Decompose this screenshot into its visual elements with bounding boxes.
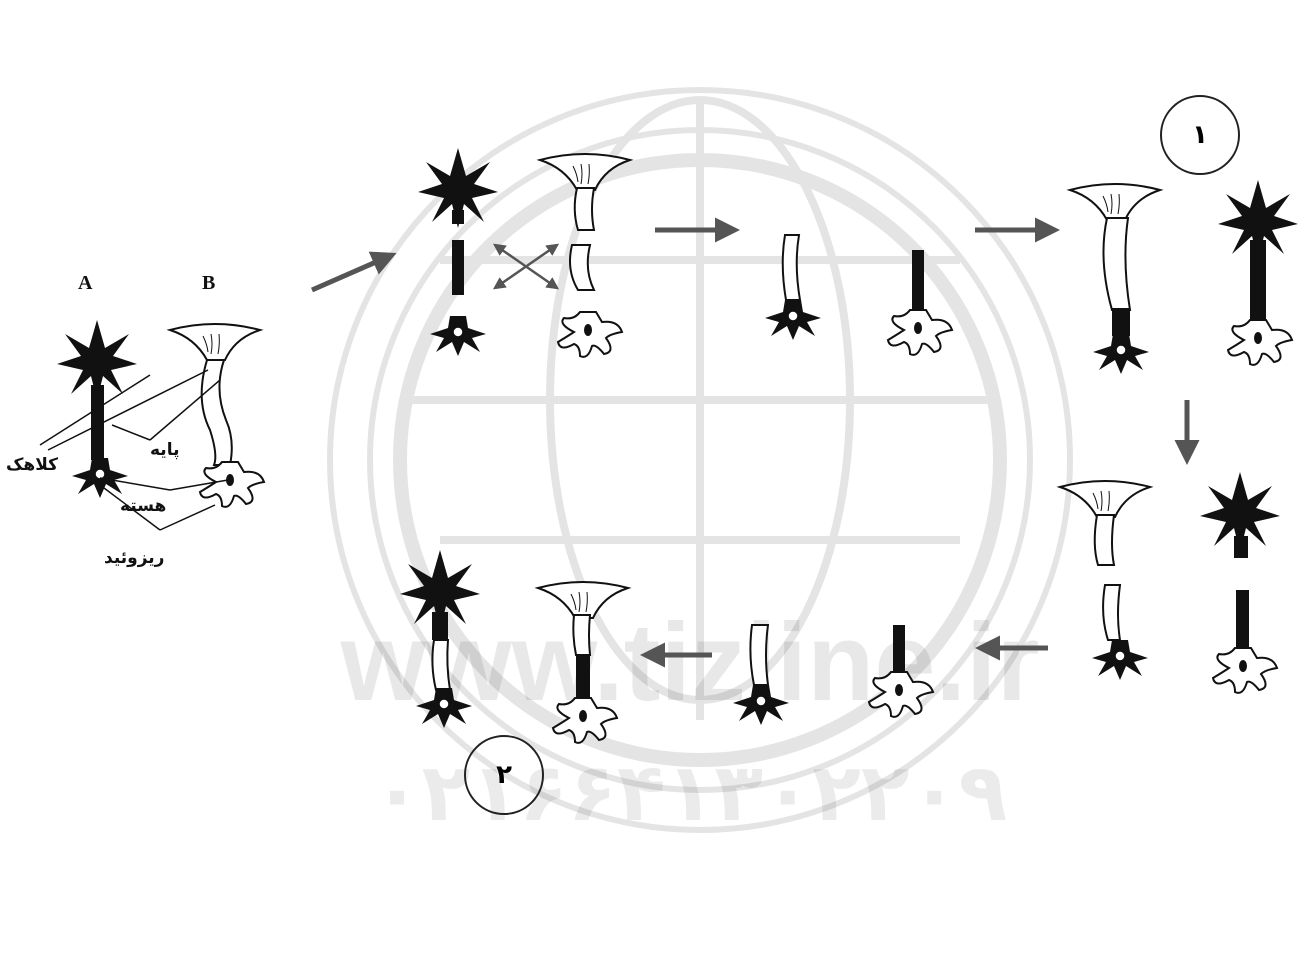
graft-rhizoid-b-with-stalk-a [888, 250, 952, 355]
regenerated-a-cap-on-b-rhizoid [1218, 180, 1298, 365]
regenerated-b-cap-on-a-rhizoid [1070, 184, 1160, 374]
cut-rhizoid-b [558, 312, 622, 357]
graft-rhizoid-a-with-stalk-b [765, 235, 821, 340]
swap-arrows [495, 245, 557, 288]
organism-b [170, 324, 264, 507]
label-b: B [202, 272, 215, 295]
label-rhizoid: ریزوئید [104, 548, 164, 568]
step-1-marker: ۱ [1160, 95, 1240, 175]
label-a: A [78, 272, 92, 295]
cut-stalk-a [452, 240, 464, 295]
second-cut-cap-b [1060, 481, 1150, 565]
label-stalk: پایه [150, 440, 179, 460]
second-cut-cap-a [1200, 472, 1280, 558]
second-cut-rhizoid-a [1092, 585, 1148, 680]
label-nucleus: هسته [120, 496, 166, 516]
second-cut-rhizoid-b [1213, 590, 1277, 693]
cut-stalk-b [570, 245, 594, 290]
label-cap: کلاهک [6, 455, 58, 475]
step-2-marker: ۲ [464, 735, 544, 815]
